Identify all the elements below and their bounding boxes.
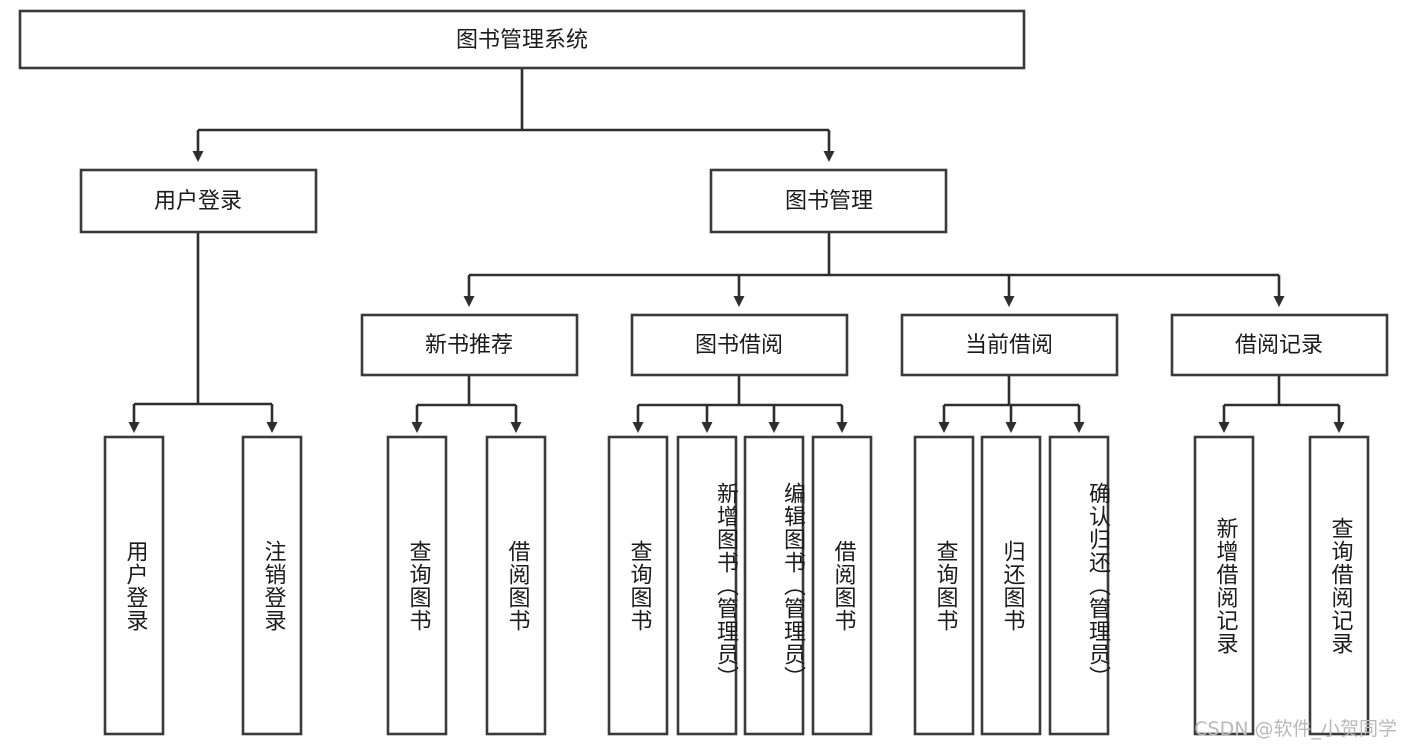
leaf-boxes [103,435,1370,736]
node-new-book-rec-box[interactable] [360,313,579,377]
node-leaf-add-record-box[interactable] [1193,435,1255,736]
node-leaf-query-record-box[interactable] [1308,435,1370,736]
node-book-borrow[interactable]: 图书借阅 [630,313,849,377]
node-leaf-query-book-3-box[interactable] [913,435,975,736]
node-new-book-rec-label: 新书推荐 [425,333,513,358]
node-user-login-label: 用户登录 [154,189,242,214]
node-book-manage[interactable]: 图书管理 [709,168,948,234]
node-leaf-user-login-box[interactable] [103,435,165,736]
node-leaf-add-book-box[interactable] [676,435,738,736]
node-leaf-return-book-box[interactable] [980,435,1042,736]
csdn-watermark: CSDN @软件_小贺同学 [1194,718,1397,740]
node-current-borrow-box[interactable] [900,313,1119,377]
node-root[interactable]: 图书管理系统 [18,9,1026,70]
node-leaf-confirm-return-box[interactable] [1048,435,1110,736]
node-book-manage-box[interactable] [709,168,948,234]
node-leaf-query-book-2-box[interactable] [607,435,669,736]
node-leaf-query-book-1-box[interactable] [386,435,448,736]
node-current-borrow[interactable]: 当前借阅 [900,313,1119,377]
node-leaf-logout-box[interactable] [241,435,303,736]
node-leaf-borrow-book-1-box[interactable] [485,435,547,736]
node-user-login-box[interactable] [79,168,318,234]
node-root-label: 图书管理系统 [456,28,588,53]
node-new-book-rec[interactable]: 新书推荐 [360,313,579,377]
node-current-borrow-label: 当前借阅 [965,333,1053,358]
node-leaf-edit-book-box[interactable] [743,435,805,736]
node-root-box[interactable] [18,9,1026,70]
node-user-login[interactable]: 用户登录 [79,168,318,234]
node-borrow-record-box[interactable] [1170,313,1389,377]
connector-group [128,68,1345,433]
node-borrow-record[interactable]: 借阅记录 [1170,313,1389,377]
node-book-borrow-label: 图书借阅 [695,333,783,358]
node-book-borrow-box[interactable] [630,313,849,377]
node-leaf-borrow-book-2-box[interactable] [811,435,873,736]
node-borrow-record-label: 借阅记录 [1235,333,1323,358]
node-book-manage-label: 图书管理 [785,189,873,214]
